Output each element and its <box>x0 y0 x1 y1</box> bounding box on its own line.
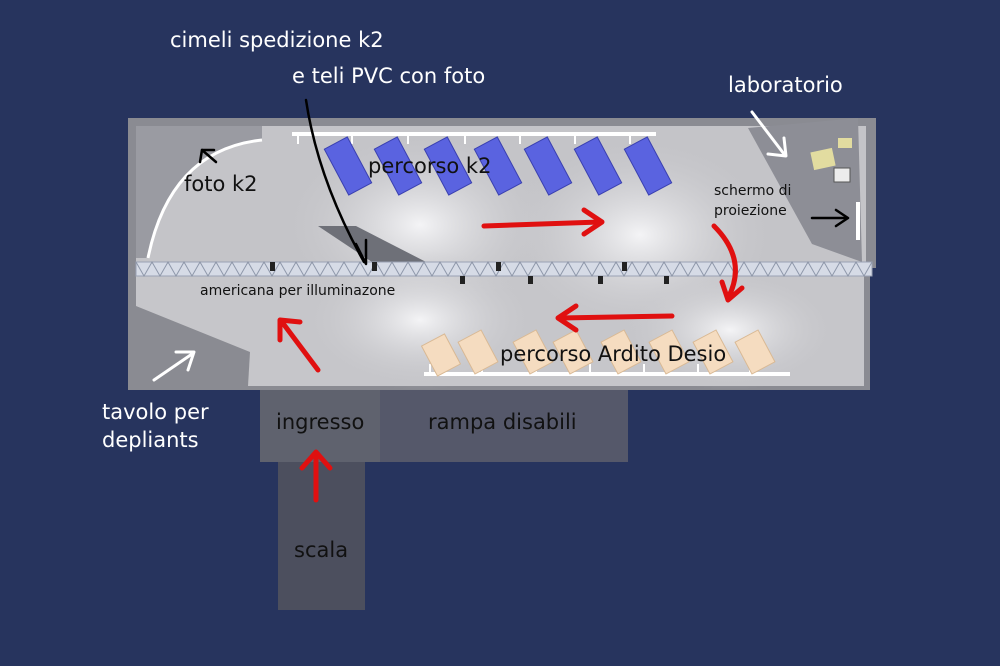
pointer-arrow-tavolo <box>152 350 196 382</box>
depliant-table-area <box>136 306 250 386</box>
flow-arrow-up-entrance <box>299 449 333 503</box>
pointer-arrow-schermo <box>810 208 850 228</box>
desio-panel <box>692 329 734 375</box>
desio-panels <box>420 329 776 377</box>
label-rampa-disabili: rampa disabili <box>428 410 577 434</box>
k2-panel <box>623 136 673 196</box>
spotlight <box>270 262 275 271</box>
lighting-truss <box>135 260 873 278</box>
k2-panel <box>323 136 373 196</box>
desio-panel <box>734 329 776 375</box>
lab-computer <box>833 167 851 183</box>
k2-panel <box>373 136 423 196</box>
k2-panels <box>323 136 673 196</box>
pointer-arrows-black <box>198 98 850 266</box>
label-tavolo-line1: tavolo per <box>102 400 209 424</box>
pointer-arrow-laboratorio <box>750 110 788 158</box>
label-scala: scala <box>294 538 349 562</box>
flow-arrow-right-upper <box>481 207 605 237</box>
label-schermo-line1: schermo di <box>714 183 792 199</box>
k2-panel <box>573 136 623 196</box>
desio-panel <box>420 333 462 377</box>
curved-photo-wall <box>136 126 262 258</box>
label-tavolo-line2: depliants <box>102 428 199 452</box>
k2-panel <box>473 136 523 196</box>
spotlight <box>496 262 501 271</box>
flow-arrow-curved-down <box>711 223 745 303</box>
entrance-platform <box>260 388 380 462</box>
visitor-flow-arrows <box>277 207 745 503</box>
label-foto-k2: foto k2 <box>184 172 258 196</box>
desio-panel <box>600 329 642 375</box>
lab-desk <box>810 147 836 171</box>
label-schermo-line2: proiezione <box>714 203 787 219</box>
lab-chair <box>838 138 852 148</box>
flow-arrow-left-lower <box>555 303 675 333</box>
spotlight <box>528 276 533 284</box>
pointer-arrow-cimeli <box>304 98 368 266</box>
spotlight <box>622 262 627 271</box>
spotlight <box>460 276 465 284</box>
label-ingresso: ingresso <box>276 410 365 434</box>
pointer-arrows-white <box>152 110 788 382</box>
stair-structure <box>278 462 365 610</box>
desio-panel <box>512 329 554 375</box>
label-percorso-desio: percorso Ardito Desio <box>500 342 727 366</box>
pointer-arrow-foto-k2 <box>198 148 218 164</box>
spotlight <box>664 276 669 284</box>
label-percorso-k2: percorso k2 <box>368 154 492 178</box>
label-laboratorio: laboratorio <box>728 73 843 97</box>
curved-wall-line <box>146 138 263 259</box>
label-americana: americana per illuminazone <box>200 283 396 299</box>
label-cimeli: cimeli spedizione k2 <box>170 28 384 52</box>
label-teli-pvc: e teli PVC con foto <box>292 64 486 88</box>
ramp-structure <box>380 388 628 462</box>
desio-panel <box>457 329 499 375</box>
k2-panel-posts <box>297 134 631 144</box>
k2-panel <box>423 136 473 196</box>
spotlight <box>372 262 377 271</box>
partition-wall <box>318 226 430 264</box>
spotlight <box>598 276 603 284</box>
flow-arrow-diagonal <box>277 317 321 373</box>
spotlights <box>270 262 669 284</box>
desio-panel <box>552 329 594 375</box>
desio-panel <box>648 329 690 375</box>
k2-panel <box>523 136 573 196</box>
